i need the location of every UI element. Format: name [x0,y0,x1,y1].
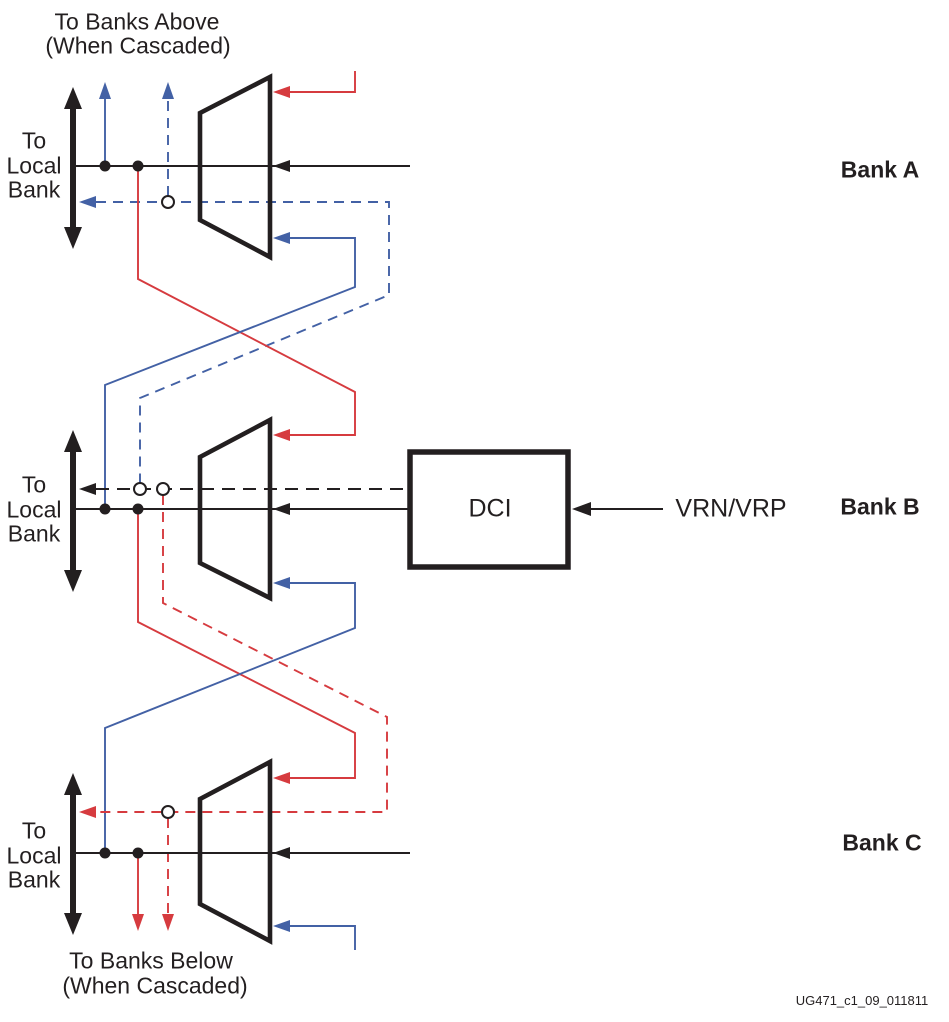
to-local-bank-a-line2: Local [6,151,62,178]
to-banks-below-caption-line2: (When Cascaded) [62,972,248,999]
mux-bank-c [197,758,273,945]
to-banks-above-caption-line2: (When Cascaded) [45,32,231,59]
cascade-solid-red-b-to-c [137,509,356,784]
bank-line-c [76,847,410,859]
cascade-tap-circles [133,195,175,819]
cascade-dashed-blue-up-arrow-a [162,82,174,196]
to-local-bank-a-line1: To [21,127,47,154]
cascade-dashed-red-b-to-c [79,495,388,818]
vrn-vrp-label: VRN/VRP [675,494,787,523]
to-local-bank-caption-c: To Local Bank [7,818,62,892]
mux-bank-a [197,73,273,261]
bank-a-label: Bank A [840,156,920,183]
dci-box-label: DCI [468,494,512,523]
red-stub-from-banks-above [273,71,356,98]
bank-b-label: Bank B [840,493,920,520]
cascade-solid-blue-b-to-a [104,232,356,509]
cascade-solid-red-a-to-b [137,166,356,441]
cascade-solid-red-down-arrow-c [132,853,144,931]
to-local-bank-c-line3: Bank [7,866,61,893]
to-local-bank-caption-a: To Local Bank [7,128,62,202]
to-local-bank-b-line3: Bank [7,520,61,547]
dci-box [407,449,571,570]
cascade-solid-blue-up-arrow-a [99,82,111,166]
cascade-dashed-red-down-arrow-c [162,818,174,931]
dci-dashed-line-b [79,483,410,495]
to-banks-below-caption-line1: To Banks Below [69,947,233,974]
to-local-bank-b-line2: Local [6,495,62,522]
bank-line-a [76,160,410,172]
to-local-bank-c-line1: To [21,817,47,844]
mux-bank-b [197,416,273,602]
bank-line-b [76,503,410,515]
bank-c-label: Bank C [842,829,922,856]
cascade-solid-blue-c-to-b [104,577,356,853]
to-local-bank-a-line3: Bank [7,176,61,203]
cascade-dashed-blue-a-to-b [79,196,390,483]
to-local-bank-b-line1: To [21,471,47,498]
to-local-bank-c-line2: Local [6,841,62,868]
to-local-bank-caption-b: To Local Bank [7,472,62,546]
to-banks-above-caption-line1: To Banks Above [54,8,220,35]
junction-dots [99,160,144,859]
figure-reference-watermark: UG471_c1_09_011811 [795,992,929,1008]
local-bank-bar-b [64,430,82,592]
local-bank-bar-a [64,87,82,249]
vrn-vrp-input-line [572,502,663,516]
blue-stub-from-banks-below [273,920,356,950]
local-bank-bar-c [64,773,82,935]
